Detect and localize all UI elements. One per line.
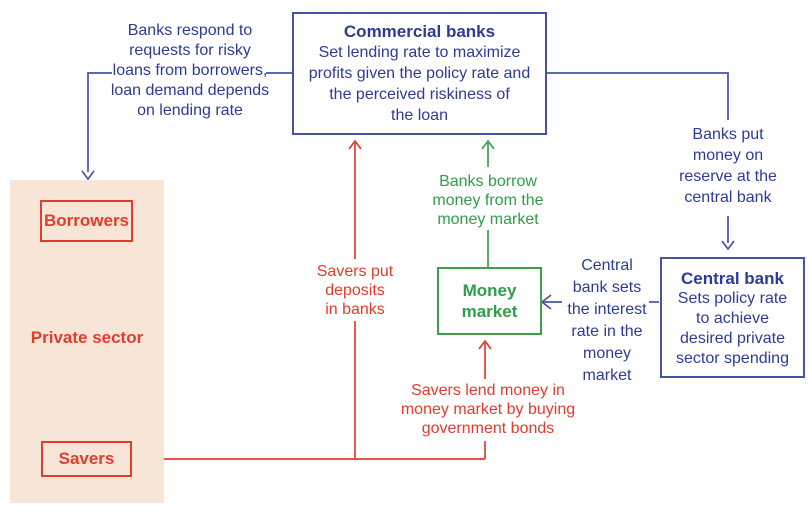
arrowhead-up-commercial-banks-green: [481, 139, 495, 150]
arrowhead-down-central-bank: [721, 240, 735, 251]
connector-central-bank-to-money-market: [540, 294, 659, 310]
arrowhead-down-borrowers: [81, 170, 95, 181]
money-market-box: Money market: [437, 267, 542, 335]
note-savers-deposits: Savers put deposits in banks: [316, 263, 394, 318]
central-bank-body: Sets policy rate to achieve desired priv…: [676, 290, 789, 367]
note-banks-reserve: Banks put money on reserve at the centra…: [679, 126, 777, 206]
savers-box: Savers: [41, 441, 132, 477]
note-banks-respond: Banks respond to requests for risky loan…: [110, 22, 270, 119]
central-bank-title: Central bank: [681, 269, 784, 288]
connector-savers-to-banks: [132, 139, 485, 460]
connector-banks-to-borrowers: [81, 72, 292, 181]
note-savers-lend: Savers lend money in money market by buy…: [400, 382, 576, 437]
note-banks-borrow: Banks borrow money from the money market: [432, 173, 544, 228]
private-sector-label: Private sector: [30, 328, 144, 347]
connector-money-market-to-banks: [481, 139, 495, 267]
savers-label: Savers: [58, 449, 115, 468]
private-sector-panel: Private sector: [10, 180, 164, 503]
borrowers-label: Borrowers: [43, 211, 130, 230]
arrowhead-up-money-market: [478, 339, 492, 350]
borrowers-box: Borrowers: [40, 200, 133, 242]
commercial-banks-body: Set lending rate to maximize profits giv…: [308, 44, 531, 124]
arrowhead-left-money-market: [540, 294, 552, 310]
commercial-banks-box: Commercial banks Set lending rate to max…: [292, 12, 547, 135]
money-market-label: Money market: [461, 281, 518, 321]
note-central-bank-sets: Central bank sets the interest rate in t…: [567, 257, 647, 384]
arrowhead-up-commercial-banks-red: [348, 139, 362, 150]
connector-savers-to-money-market: [478, 339, 492, 459]
central-bank-box: Central bank Sets policy rate to achieve…: [660, 257, 805, 378]
commercial-banks-title: Commercial banks: [343, 22, 496, 41]
connector-banks-to-central-bank: [547, 72, 735, 251]
